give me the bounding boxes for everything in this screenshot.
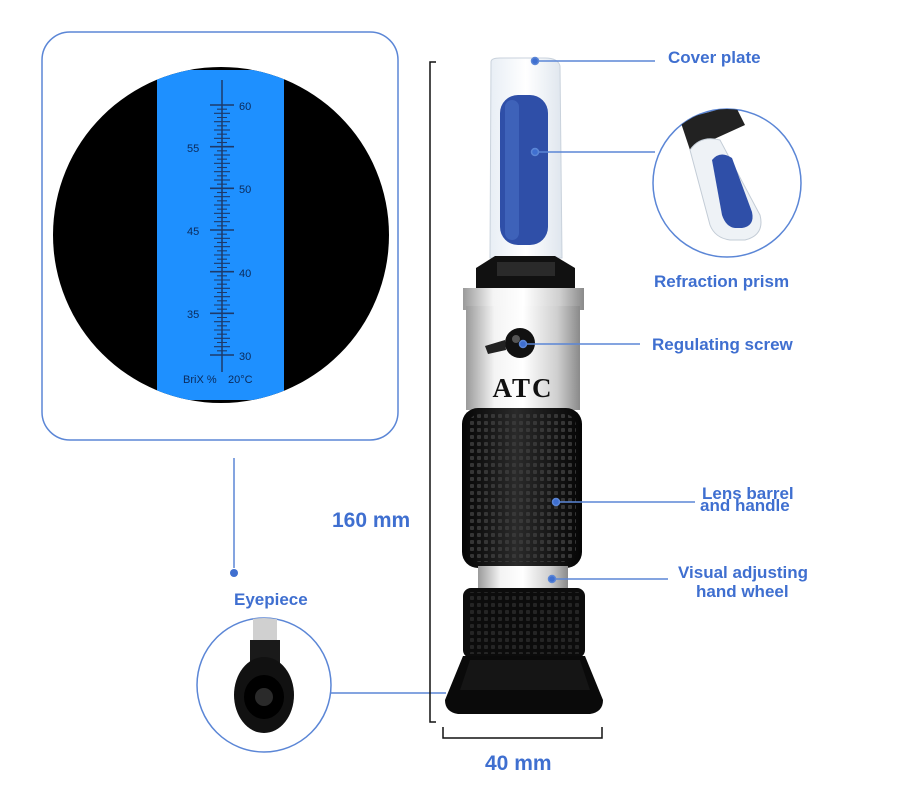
scale-unit-text: BriX % [183,374,217,386]
label-refraction-prism: Refraction prism [654,272,790,291]
scale-tick-label: 35 [187,309,200,322]
scale-tick-label: 50 [239,184,252,197]
label-lens-barrel-line2: and handle [700,496,790,515]
scale-tick-label: 30 [239,351,252,363]
scale-view-panel [41,31,399,441]
scale-tick-label: 60 [239,101,252,113]
label-visual-wheel-line1: Visual adjusting [678,563,809,582]
atc-brand-text: ATC [492,373,554,403]
refractometer-device [445,57,603,714]
scale-tick-label: 45 [187,226,200,238]
dimension-height: 160 mm [332,509,411,532]
label-lens-barrel-line1: Lens barrel [702,484,794,503]
label-eyepiece: Eyepiece [234,590,308,609]
scale-temp-text: 20°C [228,374,253,386]
eyepiece-inset [196,617,332,753]
leader-lines [518,56,695,584]
scale-tick-label: 40 [239,267,252,280]
label-regulating-screw: Regulating screw [652,335,793,354]
dimension-width: 40 mm [485,752,552,775]
label-cover-plate: Cover plate [668,48,761,67]
label-visual-wheel-line2: hand wheel [696,582,789,601]
refraction-prism-inset [652,108,802,258]
scale-tick-label: 55 [187,142,200,155]
